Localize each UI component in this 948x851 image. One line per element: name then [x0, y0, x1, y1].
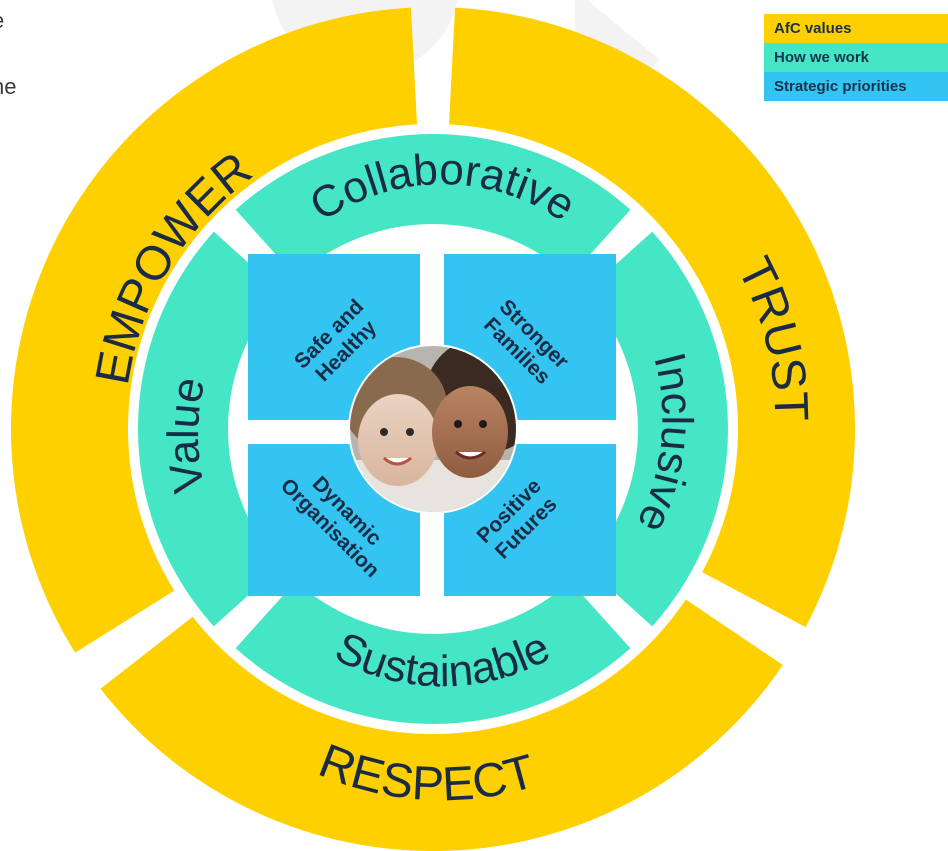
ring-segment-sustainable: [235, 581, 631, 725]
ring-segment-trust: [448, 7, 855, 628]
ring-segment-respect: [100, 599, 783, 851]
ring-segment-value: [137, 231, 281, 627]
afc-values-ring: [10, 7, 855, 851]
ring-segment-collaborative: [235, 133, 631, 277]
ring-segment-empower: [10, 7, 418, 653]
how-label-value: Value: [159, 373, 214, 496]
cropped-text-fragment: e: [0, 8, 4, 34]
cropped-text-fragment: ne: [0, 74, 17, 99]
ring-segment-inclusive: [585, 231, 728, 627]
legend: AfC values How we work Strategic priorit…: [764, 14, 948, 101]
legend-item-strategic-priorities: Strategic priorities: [764, 72, 948, 101]
legend-item-afc-values: AfC values: [764, 14, 948, 43]
legend-item-how-we-work: How we work: [764, 43, 948, 72]
how-we-work-ring: [137, 133, 728, 725]
